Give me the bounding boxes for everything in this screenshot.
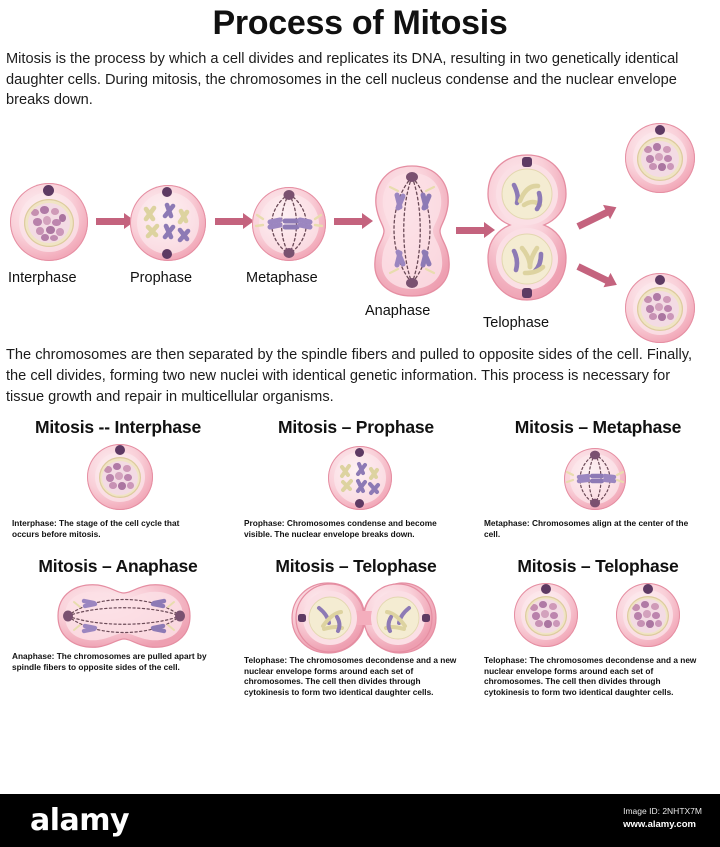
panel-art-telophase-joined <box>242 579 470 655</box>
panel-art-interphase <box>6 440 230 518</box>
flow-label-metaphase: Metaphase <box>246 270 318 287</box>
panel-title-anaphase: Mitosis – Anaphase <box>38 555 198 576</box>
stage-panels-row-2: Mitosis – Anaphase <box>0 556 720 698</box>
flow-arrow-daughter-top <box>576 208 611 230</box>
panel-title-metaphase: Mitosis – Metaphase <box>514 417 682 438</box>
flow-arrow-daughter-bottom <box>576 263 611 285</box>
image-id: Image ID: 2NHTX7M <box>623 806 702 816</box>
panel-art-anaphase <box>6 579 230 651</box>
panel-art-prophase <box>242 440 470 518</box>
panel-title-interphase: Mitosis -- Interphase <box>35 417 201 438</box>
flow-cell-metaphase <box>252 187 326 262</box>
telophase-cell-joined <box>291 582 437 654</box>
flow-cell-interphase <box>10 183 88 262</box>
anaphase-cell <box>374 165 450 297</box>
footer-meta: Image ID: 2NHTX7M www.alamy.com <box>623 806 702 830</box>
mid-paragraph: The chromosomes are then separated by th… <box>6 347 693 405</box>
mitosis-flow-diagram: Interphase <box>0 115 720 345</box>
alamy-watermark-bar: alamy Image ID: 2NHTX7M www.alamy.com <box>0 794 720 847</box>
panel-prophase: Mitosis – Prophase <box>236 417 476 540</box>
panel-telophase-joined: Mitosis – Telophase <box>236 556 476 698</box>
panel-caption-anaphase: Anaphase: The chromosomes are pulled apa… <box>12 650 207 672</box>
flow-label-telophase: Telophase <box>483 315 550 332</box>
flow-cell-daughter-bottom <box>625 273 695 344</box>
panel-caption-metaphase: Metaphase: Chromosomes align at the cent… <box>484 518 689 540</box>
metaphase-spindle <box>565 450 625 508</box>
panel-title-telophase-separated: Mitosis – Telophase <box>517 555 679 576</box>
panel-title-telophase-joined: Mitosis – Telophase <box>275 555 437 576</box>
alamy-logo: alamy <box>30 803 130 838</box>
flow-arrow-4 <box>456 222 495 239</box>
panel-art-telophase-separated <box>482 579 714 655</box>
nucleus <box>28 203 70 244</box>
panel-caption-telophase-separated: Telophase: The chromosomes decondense an… <box>484 654 697 698</box>
metaphase-spindle <box>254 190 324 259</box>
panel-metaphase: Mitosis – Metaphase <box>476 417 720 540</box>
flow-label-anaphase: Anaphase <box>365 303 431 320</box>
flow-arrow-2 <box>215 213 254 230</box>
flow-cell-telophase <box>484 153 570 308</box>
flow-cell-anaphase <box>370 163 454 304</box>
panel-caption-interphase: Interphase: The stage of the cell cycle … <box>12 518 180 540</box>
prophase-chromosomes <box>340 462 380 496</box>
flow-label-interphase: Interphase <box>8 270 77 287</box>
anaphase-cell <box>57 584 191 648</box>
flow-arrow-1 <box>96 213 135 230</box>
panel-art-metaphase <box>482 440 714 518</box>
stage-panels-row-1: Mitosis -- Interphase <box>0 417 720 540</box>
panel-caption-telophase-joined: Telophase: The chromosomes decondense an… <box>244 654 457 698</box>
flow-arrow-3 <box>334 213 373 230</box>
panel-telophase-separated: Mitosis – Telophase <box>476 556 720 698</box>
stage-panels-grid: Mitosis -- Interphase <box>0 417 720 698</box>
panel-title-prophase: Mitosis – Prophase <box>278 417 434 438</box>
alamy-url[interactable]: www.alamy.com <box>623 819 696 830</box>
flow-cell-daughter-top <box>625 123 695 194</box>
panel-anaphase: Mitosis – Anaphase <box>0 556 236 698</box>
page-title: Process of Mitosis <box>212 4 508 42</box>
intro-paragraph: Mitosis is the process by which a cell d… <box>6 51 679 109</box>
prophase-chromosomes <box>143 202 191 243</box>
panel-caption-prophase: Prophase: Chromosomes condense and becom… <box>244 518 437 540</box>
telophase-cell <box>487 154 567 301</box>
panel-interphase: Mitosis -- Interphase <box>0 417 236 540</box>
centrosome <box>43 185 54 197</box>
flow-cell-prophase <box>130 185 206 262</box>
flow-label-prophase: Prophase <box>130 270 193 287</box>
